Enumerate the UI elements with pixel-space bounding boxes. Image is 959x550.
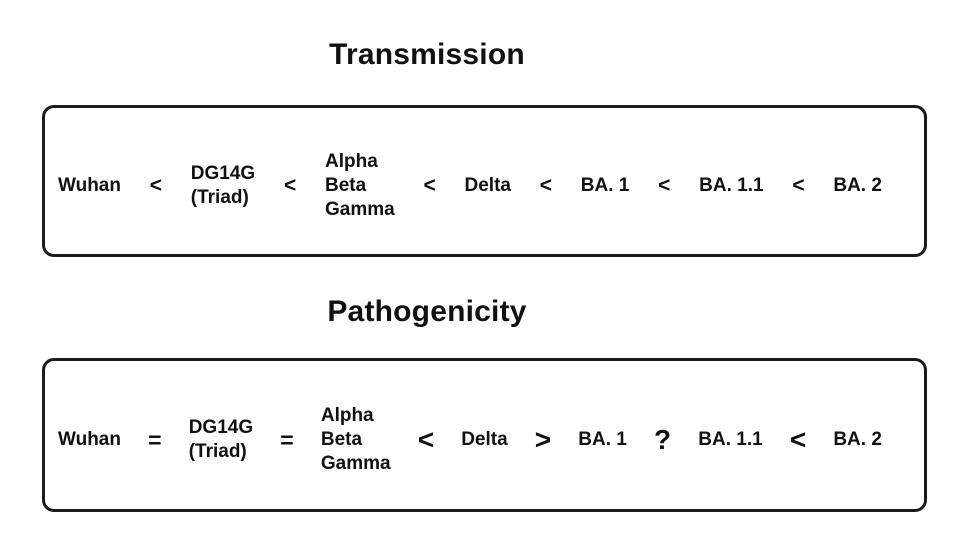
variant-delta: Delta: [461, 429, 508, 450]
pathogenicity-panel: Wuhan = DG14G (Triad) = Alpha Beta Gamma…: [42, 358, 927, 512]
comparison-operator-1: =: [148, 427, 162, 453]
variant-dg14g-triad: DG14G (Triad): [188, 417, 254, 462]
comparison-operator-3: <: [423, 174, 436, 197]
transmission-sequence: Wuhan < DG14G (Triad) < Alpha Beta Gamma…: [45, 108, 924, 254]
comparison-operator-2: <: [283, 174, 297, 197]
variant-ba-1-1: BA. 1.1: [699, 175, 764, 196]
comparison-operator-1: <: [149, 174, 163, 197]
comparison-operator-6: <: [792, 174, 805, 197]
variant-ba-1-1: BA. 1.1: [698, 429, 763, 450]
comparison-operator-5: <: [658, 174, 671, 197]
comparison-operator-3: <: [417, 424, 435, 455]
variant-delta: Delta: [464, 175, 511, 196]
variant-ba-2: BA. 2: [833, 429, 882, 450]
pathogenicity-title: Pathogenicity: [327, 295, 527, 328]
variant-ba-2: BA. 2: [833, 175, 882, 196]
variant-alpha-beta-gamma: Alpha Beta Gamma: [320, 405, 391, 474]
variant-ba-1: BA. 1: [580, 175, 630, 196]
comparison-operator-5: ?: [654, 424, 672, 455]
transmission-panel: Wuhan < DG14G (Triad) < Alpha Beta Gamma…: [42, 105, 927, 257]
comparison-operator-4: >: [534, 424, 552, 455]
comparison-operator-6: <: [789, 424, 807, 455]
variant-wuhan: Wuhan: [58, 429, 121, 450]
comparison-operator-4: <: [539, 174, 552, 197]
transmission-title: Transmission: [329, 38, 525, 71]
variant-alpha-beta-gamma: Alpha Beta Gamma: [325, 151, 395, 220]
variant-dg14g-triad: DG14G (Triad): [190, 163, 256, 208]
comparison-operator-2: =: [280, 427, 294, 453]
variant-ba-1: BA. 1: [578, 429, 627, 450]
pathogenicity-sequence: Wuhan = DG14G (Triad) = Alpha Beta Gamma…: [45, 361, 924, 509]
variant-wuhan: Wuhan: [58, 175, 121, 196]
